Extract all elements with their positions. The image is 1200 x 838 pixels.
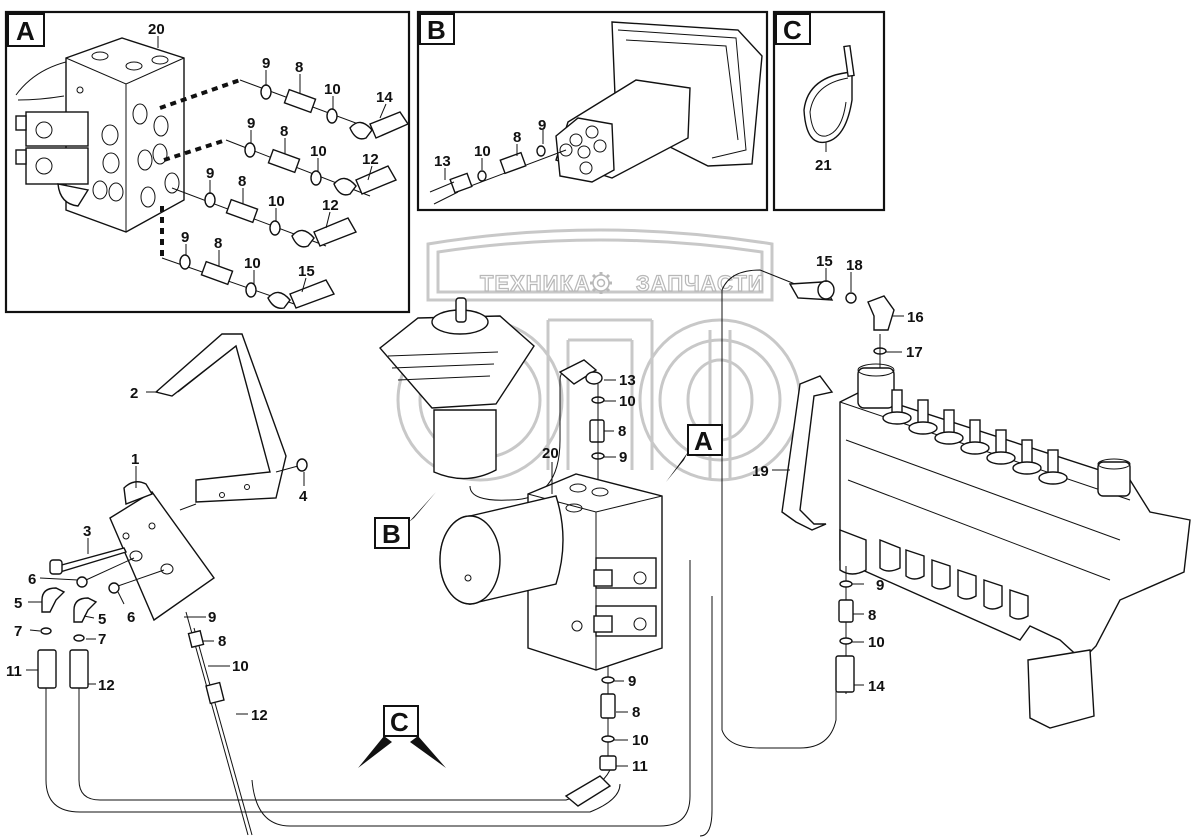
cable-tie (803, 44, 855, 152)
svg-text:C: C (783, 15, 802, 45)
callout: 14 (376, 89, 393, 106)
callout: 9 (538, 117, 546, 134)
callout: 12 (251, 707, 268, 724)
callout: 8 (218, 633, 226, 650)
callout: 11 (632, 758, 648, 775)
svg-text:A: A (16, 16, 35, 46)
detail-b-tag (419, 13, 455, 45)
view-marker-c: C (358, 705, 446, 768)
detail-a-fittings (161, 79, 410, 309)
watermark-right-word: ЗАПЧАСТИ (636, 271, 765, 296)
view-marker-b: B (374, 492, 436, 549)
detail-view-b: B 13 1 (416, 10, 769, 212)
callout: 8 (214, 235, 222, 252)
detail-view-c: C 21 (772, 10, 886, 212)
callout: 14 (868, 678, 885, 695)
callout: 21 (815, 157, 832, 174)
callout: 10 (244, 255, 261, 272)
callout: 12 (98, 677, 115, 694)
callout: 13 (434, 153, 451, 170)
callout: 9 (247, 115, 255, 132)
callout: 10 (474, 143, 491, 160)
joystick-line-fittings (558, 359, 605, 496)
mounting-bracket (154, 333, 308, 503)
callout: 8 (280, 123, 288, 140)
callout: 9 (619, 449, 627, 466)
callout: 10 (868, 634, 885, 651)
callout: 9 (206, 165, 214, 182)
detail-c-tag (775, 13, 811, 45)
callout: 3 (83, 523, 91, 540)
joystick-base (555, 21, 763, 183)
callout: 20 (542, 445, 559, 462)
callout: 12 (362, 151, 379, 168)
gear-icon (590, 272, 612, 294)
callout: 8 (295, 59, 303, 76)
svg-text:C: C (390, 707, 409, 737)
callout: 5 (98, 611, 106, 628)
callout: 10 (268, 193, 285, 210)
callout: 8 (868, 607, 876, 624)
callout: 9 (208, 609, 216, 626)
callout: 1 (131, 451, 139, 468)
callout: 5 (14, 595, 22, 612)
callout: 20 (148, 21, 165, 38)
callout: 8 (632, 704, 640, 721)
watermark-left-word: ТЕХНИКА (480, 271, 591, 296)
callout: 12 (322, 197, 339, 214)
callout: 13 (619, 372, 636, 389)
detail-a-tag (7, 13, 45, 47)
callout: 9 (876, 577, 884, 594)
callout: 8 (618, 423, 626, 440)
svg-text:B: B (382, 519, 401, 549)
main-callouts: 2 1 4 3 6 5 5 6 7 7 11 12 9 8 10 12 13 1… (6, 253, 924, 775)
callout: 7 (14, 623, 22, 640)
callout: 4 (299, 488, 308, 505)
valve-outlet-fittings (564, 666, 617, 807)
callout: 10 (310, 143, 327, 160)
watermark: ТЕХНИКА ЗАПЧАСТИ (396, 228, 802, 482)
callout: 18 (846, 257, 863, 274)
callout: 17 (906, 344, 923, 361)
callout: 15 (298, 263, 315, 280)
callout: 10 (632, 732, 649, 749)
callout: 8 (238, 173, 246, 190)
callout: 9 (181, 229, 189, 246)
detail-view-a: A (4, 10, 411, 314)
callout: 2 (130, 385, 138, 402)
detail-b-fittings (429, 145, 567, 205)
svg-text:B: B (427, 15, 446, 45)
callout: 11 (6, 663, 22, 680)
callout: 19 (752, 463, 769, 480)
foot-pilot-valve (37, 481, 253, 836)
pilot-valve-block (15, 37, 185, 233)
joystick (378, 297, 535, 480)
svg-text:A: A (694, 426, 713, 456)
detail-b-callouts: 13 10 8 9 (434, 117, 546, 170)
callout: 6 (127, 609, 135, 626)
callout: 9 (262, 55, 270, 72)
callout: 15 (816, 253, 833, 270)
callout: 6 (28, 571, 36, 588)
callout: 9 (628, 673, 636, 690)
callout: 10 (232, 658, 249, 675)
view-marker-a: A (666, 424, 723, 482)
callout: 16 (907, 309, 924, 326)
hose-routing (45, 269, 837, 837)
callout: 10 (619, 393, 636, 410)
callout: 8 (513, 129, 521, 146)
callout: 10 (324, 81, 341, 98)
detail-a-callouts: 20 9 8 10 14 9 8 10 12 9 8 10 12 9 8 10 … (148, 21, 393, 280)
main-control-valve (781, 363, 1191, 729)
callout: 7 (98, 631, 106, 648)
pilot-valve-block-main (439, 473, 663, 671)
